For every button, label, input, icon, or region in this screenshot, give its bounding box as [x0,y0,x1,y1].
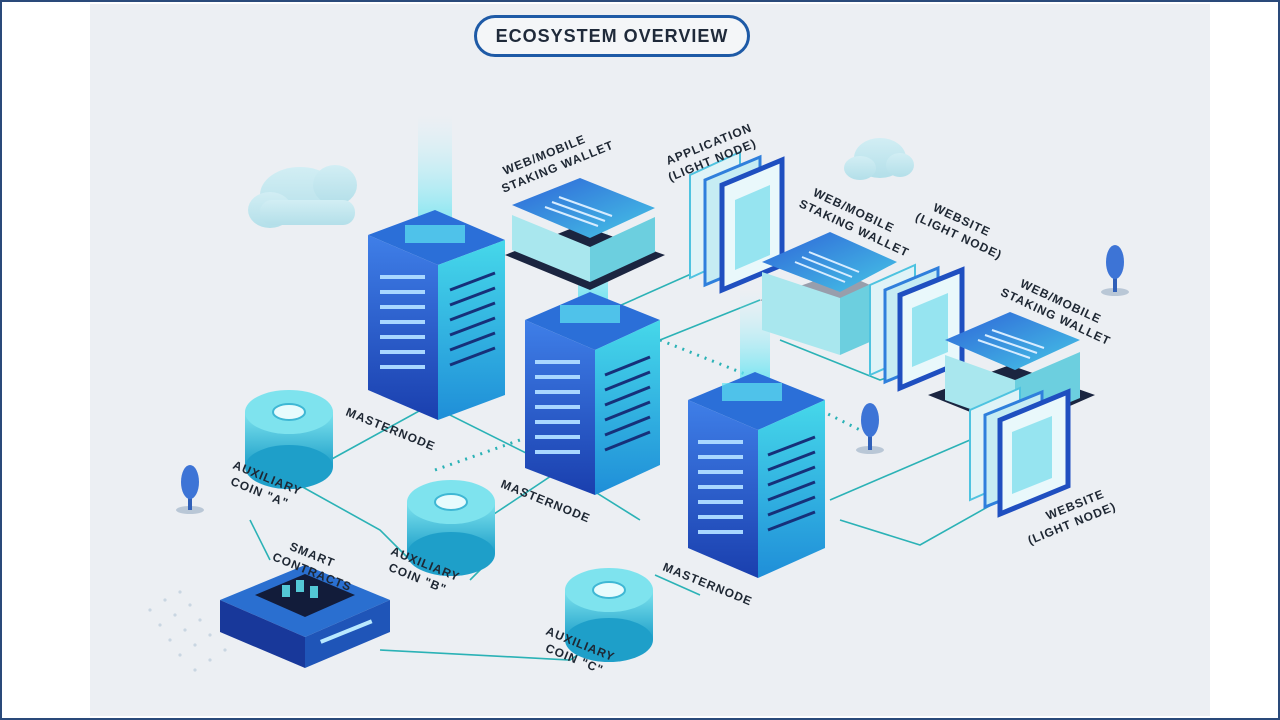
smart-contracts-chip [220,565,390,668]
application-light-node [689,150,785,294]
cloud-icon [248,165,357,228]
website-light-node-1 [869,263,965,392]
web-mobile-staking-wallet-1 [505,178,665,290]
website-light-node-2 [969,386,1071,518]
floor-dot-grid [148,590,227,672]
tree-icon [1101,245,1129,296]
masternode-server-2 [525,292,660,495]
auxiliary-coin-a-cylinder [245,390,333,489]
tree-icon [856,403,884,454]
tree-icon [176,465,204,514]
diagram-title: ECOSYSTEM OVERVIEW [474,15,750,57]
auxiliary-coin-c-cylinder [565,568,653,662]
auxiliary-coin-b-cylinder [407,480,495,576]
masternode-server-3 [688,372,825,578]
cloud-icon [844,138,914,180]
label-web-mobile-staking-wallet-1: WEB/MOBILE STAKING WALLET [499,132,615,196]
masternode-server-1 [368,210,505,420]
label-website-light-node-1: WEBSITE (LIGHT NODE) [913,200,1004,262]
